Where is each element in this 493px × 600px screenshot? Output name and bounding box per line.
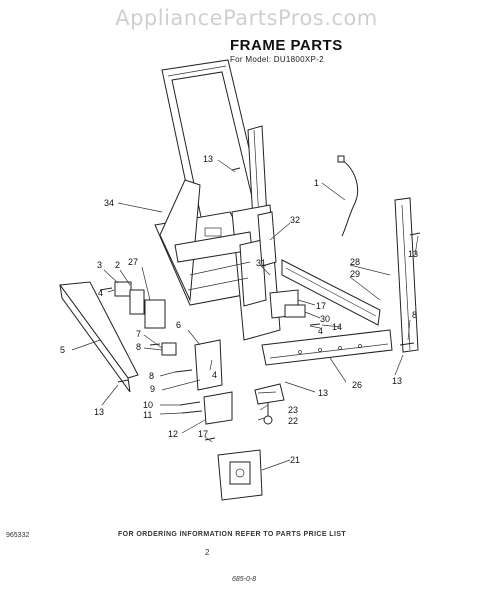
callout-22: 22 <box>288 416 298 426</box>
main-frame <box>154 179 281 341</box>
callout-34: 34 <box>104 198 114 208</box>
callout-13b: 13 <box>408 249 418 259</box>
callout-31: 31 <box>256 258 266 268</box>
side-rail <box>281 259 381 326</box>
callout-26: 26 <box>352 380 362 390</box>
right-upright <box>394 197 419 353</box>
callout-17b: 17 <box>198 429 208 439</box>
page-number: 2 <box>205 548 210 557</box>
callout-6: 6 <box>176 320 181 330</box>
callout-3: 3 <box>97 260 102 270</box>
callout-4a: 4 <box>98 288 103 298</box>
callout-29: 29 <box>350 269 360 279</box>
callout-5: 5 <box>60 345 65 355</box>
callout-27: 27 <box>128 257 138 267</box>
callout-8a: 8 <box>136 342 141 352</box>
kick-plate <box>59 281 139 393</box>
callout-30: 30 <box>320 314 330 324</box>
callout-12: 12 <box>168 429 178 439</box>
page-title: FRAME PARTS <box>230 37 343 54</box>
callout-8b: 8 <box>149 371 154 381</box>
callout-labels: 13 1 34 32 3 2 27 4 31 28 29 13 17 30 4 … <box>60 154 418 465</box>
callout-8c: 8 <box>412 310 417 320</box>
callout-2: 2 <box>115 260 120 270</box>
callout-1: 1 <box>314 178 319 188</box>
model-label: For Model: DU1800XP-2 <box>230 55 324 64</box>
callout-28: 28 <box>350 257 360 267</box>
callout-13a: 13 <box>203 154 213 164</box>
callout-17a: 17 <box>316 301 326 311</box>
footer-code: 685-0-8 <box>232 576 257 583</box>
document-number: 965332 <box>6 532 30 539</box>
callout-4c: 4 <box>212 370 217 380</box>
callout-9: 9 <box>150 384 155 394</box>
callout-21: 21 <box>290 455 300 465</box>
callout-11: 11 <box>143 410 152 420</box>
callout-4b: 4 <box>318 326 323 336</box>
callout-14: 14 <box>332 322 342 332</box>
callout-13c: 13 <box>94 407 104 417</box>
callout-7: 7 <box>136 329 141 339</box>
callout-10: 10 <box>143 400 153 410</box>
ordering-note: FOR ORDERING INFORMATION REFER TO PARTS … <box>118 531 347 538</box>
watermark: AppliancePartsPros.com <box>115 6 378 30</box>
leader-lines <box>71 159 419 471</box>
hose <box>337 155 358 237</box>
callout-32: 32 <box>290 215 300 225</box>
bottom-rail <box>261 329 393 366</box>
callout-13d: 13 <box>318 388 328 398</box>
callout-13e: 13 <box>392 376 402 386</box>
hardware <box>99 167 421 501</box>
callout-23: 23 <box>288 405 298 415</box>
